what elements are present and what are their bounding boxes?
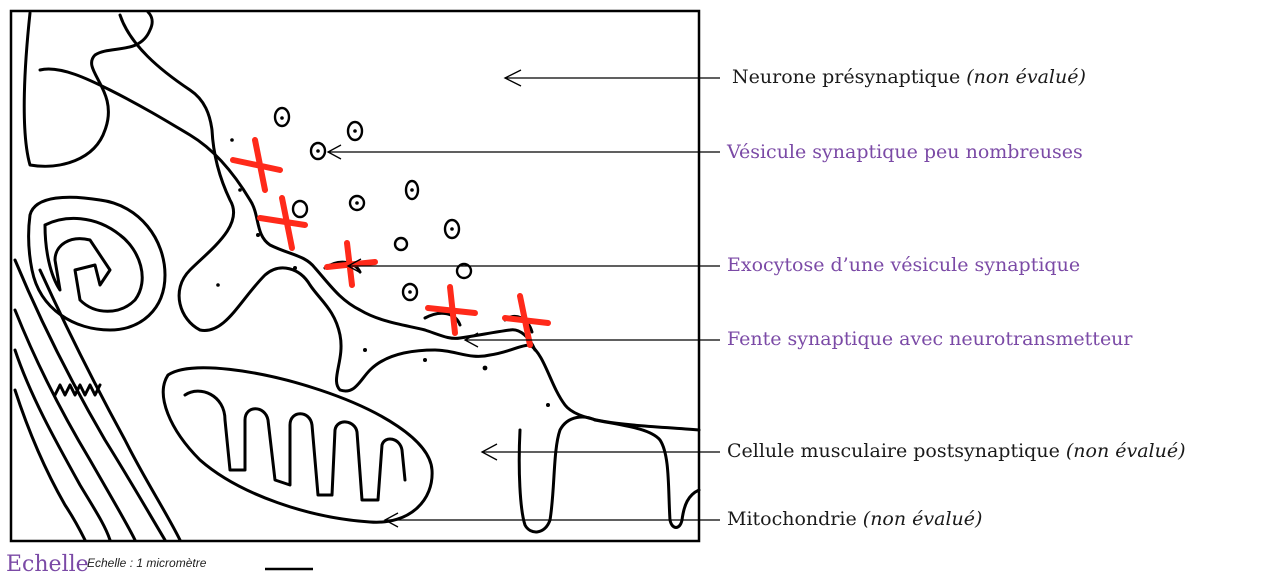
mitochondrion-2-cristae xyxy=(185,391,405,500)
neurotransmitter-dot xyxy=(363,348,367,352)
label-mitochondria-note: (non évalué) xyxy=(863,508,983,530)
vesicle xyxy=(395,238,407,250)
postsynaptic-fold-1 xyxy=(519,417,595,532)
vesicle-dot xyxy=(450,227,454,231)
neurotransmitter-dot xyxy=(256,233,260,237)
vesicle-dot xyxy=(355,201,359,205)
neurotransmitter-dot xyxy=(546,403,550,407)
vesicle-dot xyxy=(410,188,414,192)
neurotransmitter-dot xyxy=(230,138,234,142)
vesicle-dot xyxy=(408,290,412,294)
label-cleft: Fente synaptique avec neurotransmetteur xyxy=(727,328,1133,350)
cross-mark xyxy=(428,287,475,333)
neurotransmitter-dot xyxy=(423,358,427,362)
mitochondrion-1-cristae xyxy=(45,218,142,311)
label-presynaptic: Neurone présynaptique (non évalué) xyxy=(732,66,1086,88)
neurotransmitter-dot xyxy=(483,366,488,371)
scale-text: Echelle : 1 micromètre xyxy=(87,556,206,570)
label-presynaptic-note: (non évalué) xyxy=(966,66,1086,88)
muscle-fibre-3 xyxy=(15,350,110,540)
label-exocytosis: Exocytose d’une vésicule synaptique xyxy=(727,254,1080,276)
scale-title: Echelle xyxy=(6,552,89,577)
vesicle-dot xyxy=(280,116,284,120)
label-vesicle: Vésicule synaptique peu nombreuses xyxy=(727,141,1083,163)
left-cell-outline xyxy=(24,12,152,166)
neurotransmitter-dot xyxy=(238,188,242,192)
vesicle-dot xyxy=(353,129,357,133)
label-muscle-text: Cellule musculaire postsynaptique xyxy=(727,440,1060,462)
muscle-fibre-4 xyxy=(15,390,85,540)
muscle-fibre-1 xyxy=(15,260,165,540)
cross-mark xyxy=(505,296,548,345)
postsynaptic-fold-2 xyxy=(595,420,699,528)
label-muscle: Cellule musculaire postsynaptique (non é… xyxy=(727,440,1186,462)
label-vesicle-text: Vésicule synaptique peu nombreuses xyxy=(727,141,1083,163)
neurotransmitter-dot xyxy=(293,266,297,270)
cleft-wave xyxy=(325,262,532,332)
label-cleft-text: Fente synaptique avec neurotransmetteur xyxy=(727,328,1133,350)
vesicle xyxy=(293,201,307,217)
label-presynaptic-text: Neurone présynaptique xyxy=(732,66,960,88)
label-muscle-note: (non évalué) xyxy=(1066,440,1186,462)
vesicle-dot xyxy=(316,149,320,153)
neurotransmitter-dot xyxy=(216,283,220,287)
label-mitochondria: Mitochondrie (non évalué) xyxy=(727,508,982,530)
label-mitochondria-text: Mitochondrie xyxy=(727,508,857,530)
label-exocytosis-text: Exocytose d’une vésicule synaptique xyxy=(727,254,1080,276)
